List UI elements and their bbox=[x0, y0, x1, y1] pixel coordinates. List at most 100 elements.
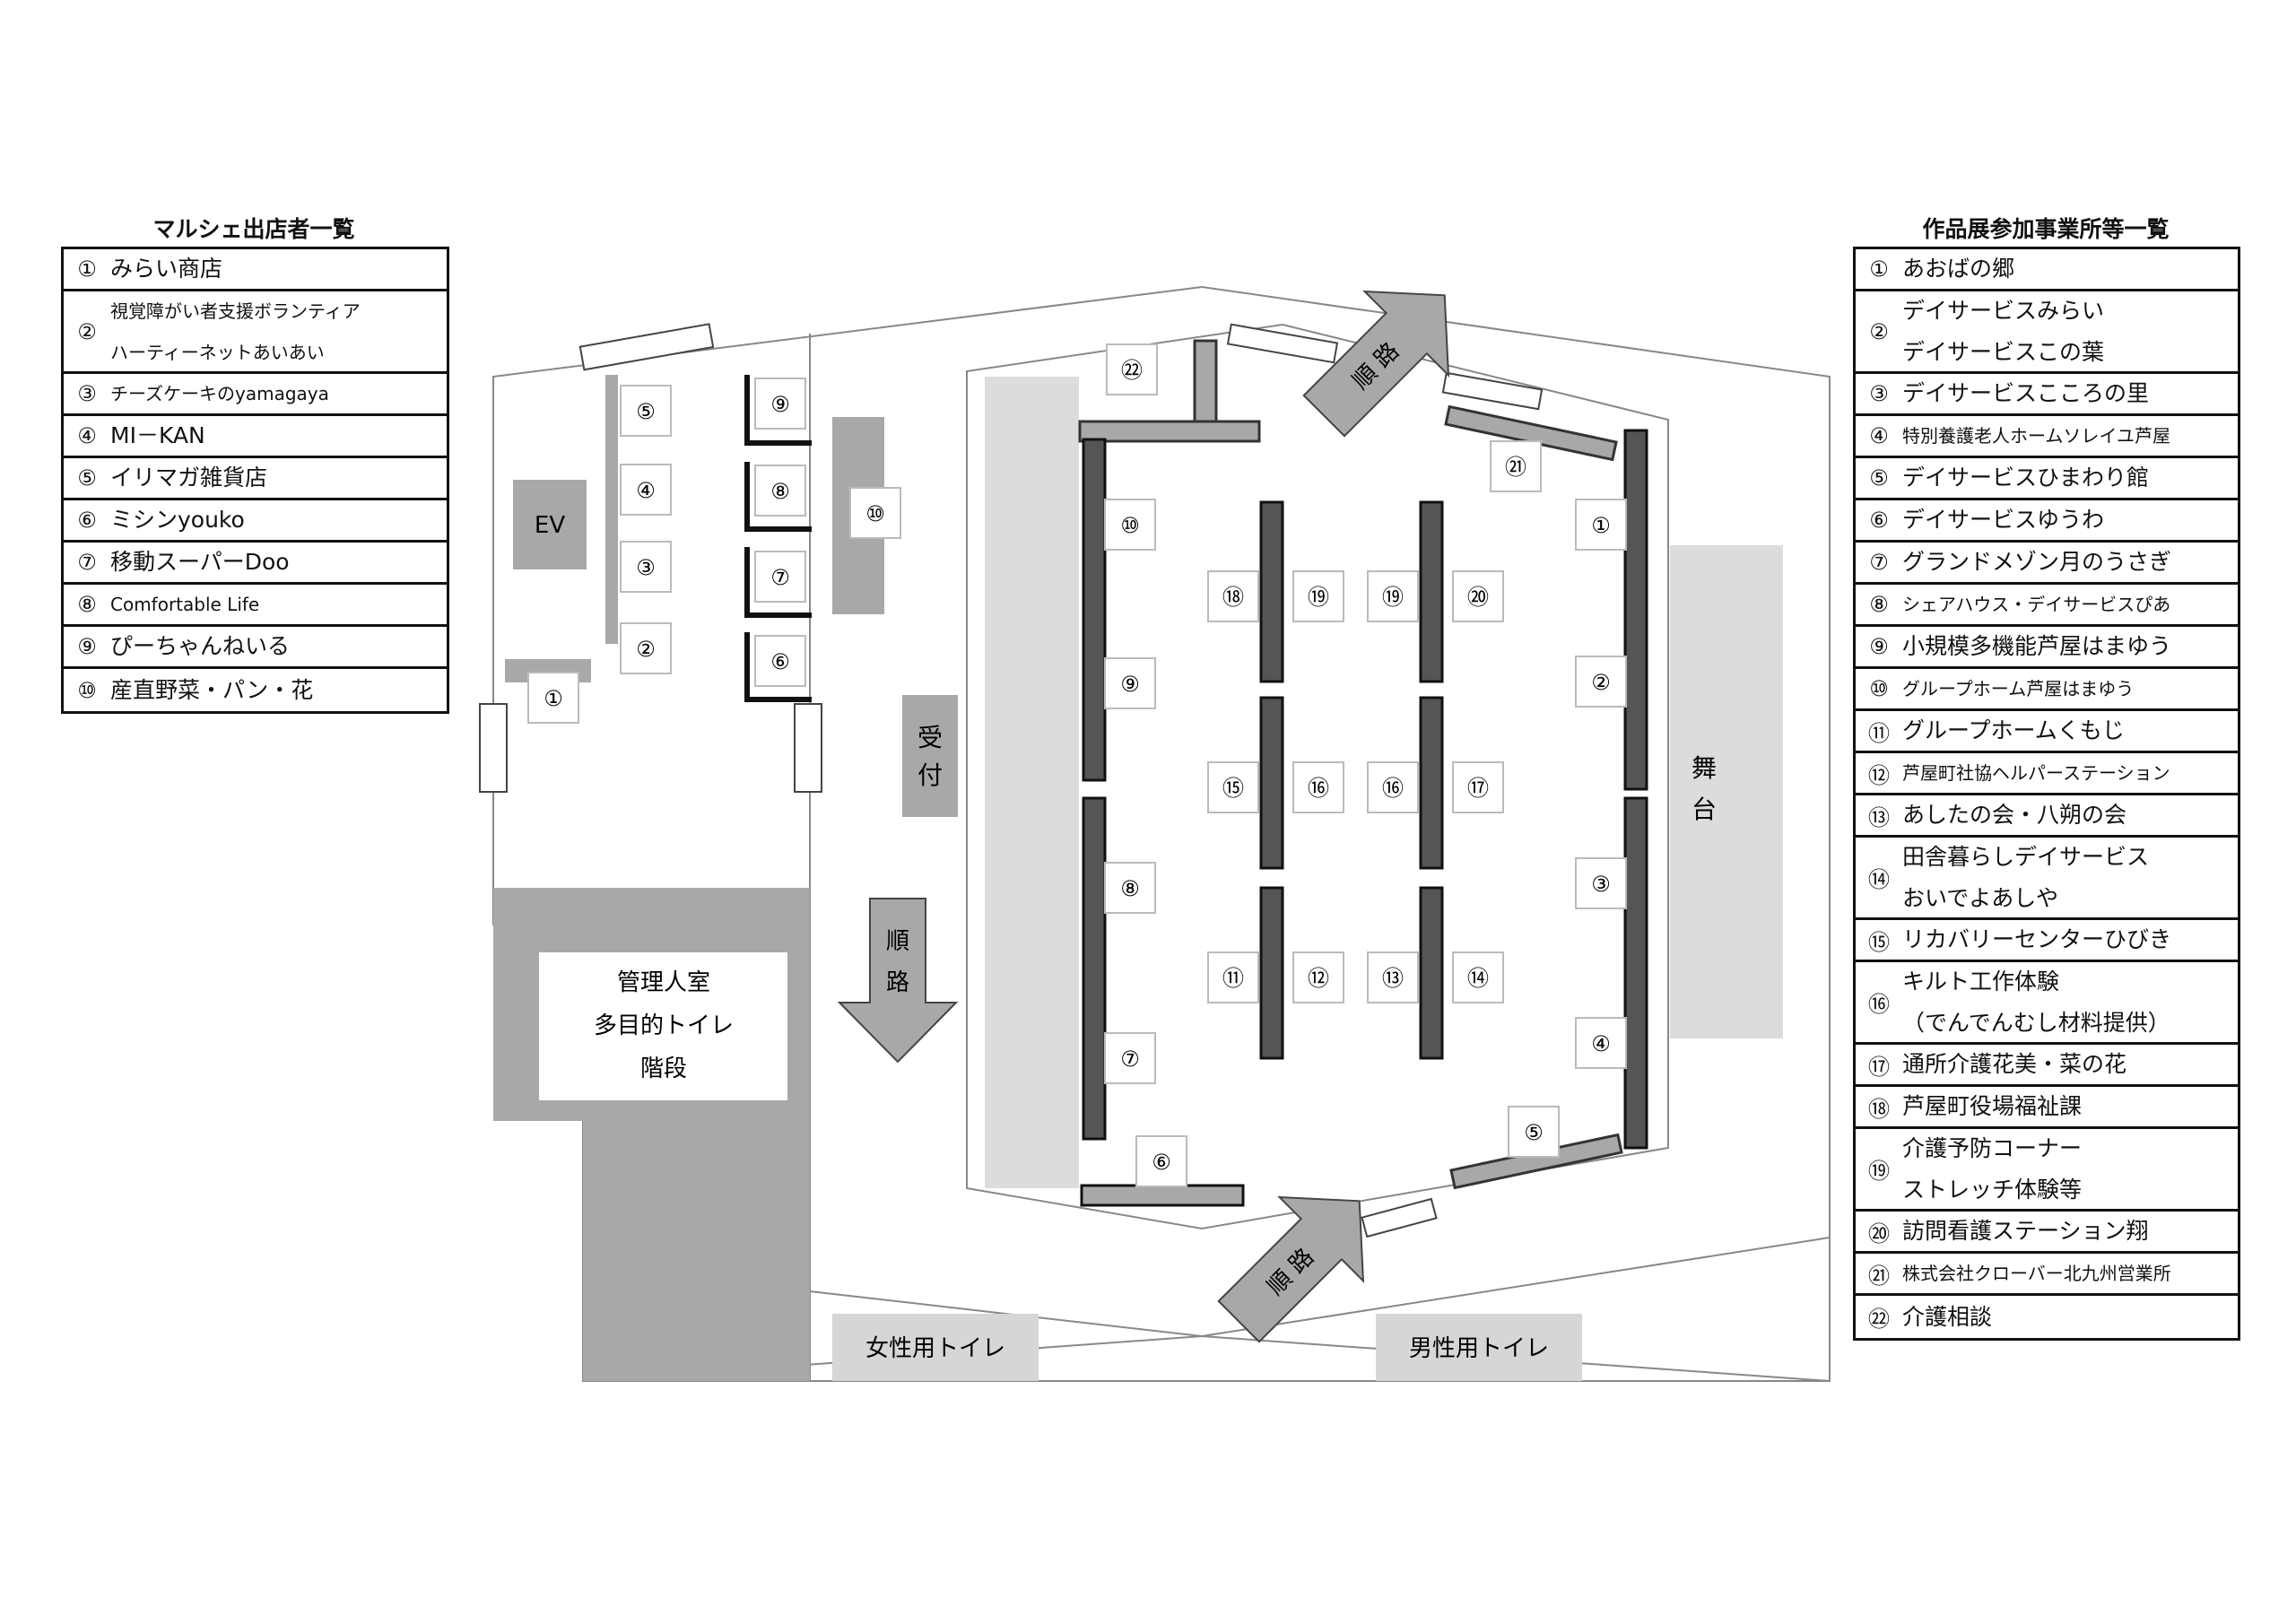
map-marker-box bbox=[1452, 951, 1504, 1003]
legend-text: シェアハウス・デイサービスぴあ bbox=[1902, 585, 2238, 624]
legend-text: みらい商店 bbox=[110, 249, 447, 289]
legend-text: デイサービスこころの里 bbox=[1902, 374, 2238, 413]
legend-text-line: 小規模多機能芦屋はまゆう bbox=[1902, 633, 2172, 659]
elevator-label: EV bbox=[535, 512, 565, 539]
map-marker-box bbox=[1292, 951, 1344, 1003]
right-legend-title: 作品展参加事業所等一覧 bbox=[1922, 216, 2170, 242]
legend-text-line: 芦屋町役場福祉課 bbox=[1902, 1093, 2083, 1119]
legend-text-line: ぴーちゃんねいる bbox=[110, 633, 291, 659]
map-marker-label: ⑧ bbox=[1120, 876, 1140, 901]
map-marker-label: ⑦ bbox=[770, 565, 790, 590]
door bbox=[479, 703, 508, 793]
map-marker-label: ⑮ bbox=[1222, 776, 1244, 801]
map-marker-label: ⑯ bbox=[1308, 776, 1329, 801]
map-marker-box bbox=[620, 622, 672, 674]
corridor-line-2 bbox=[1201, 1237, 1831, 1337]
legend-text: あしたの会・八朔の会 bbox=[1902, 795, 2238, 835]
map-marker-box bbox=[1367, 951, 1419, 1003]
legend-number: ③ bbox=[77, 381, 97, 406]
legend-text: 訪問看護ステーション翔 bbox=[1902, 1212, 2238, 1251]
map-marker-box bbox=[1490, 440, 1542, 492]
legend-number: ④ bbox=[77, 423, 97, 448]
map-marker-box bbox=[1104, 657, 1156, 709]
legend-text: 移動スーパーDoo bbox=[110, 543, 447, 582]
stage-label-2: 台 bbox=[1692, 795, 1717, 824]
map-marker-box bbox=[1508, 1106, 1560, 1158]
door bbox=[1226, 323, 1339, 364]
map-marker-box bbox=[1575, 1017, 1627, 1069]
right-legend-row: ② デイサービスみらいデイサービスこの葉 bbox=[1856, 291, 2238, 374]
map-marker-label: ⑯ bbox=[1382, 776, 1404, 801]
door bbox=[794, 703, 822, 793]
legend-text-line: デイサービスみらい bbox=[1902, 297, 2105, 324]
map-marker-label: ⑩ bbox=[1120, 513, 1140, 538]
map-marker-label: ⑭ bbox=[1467, 966, 1489, 991]
legend-text-line: 移動スーパーDoo bbox=[110, 549, 290, 575]
map-marker-box bbox=[1292, 761, 1344, 813]
legend-text-line: 株式会社クローバー北九州営業所 bbox=[1902, 1263, 2171, 1284]
legend-text: 介護相談 bbox=[1902, 1297, 2238, 1338]
map-marker-label: ③ bbox=[1591, 872, 1611, 897]
map-marker-box bbox=[849, 487, 901, 539]
mens-toilet bbox=[1376, 1314, 1582, 1381]
legend-text-line: 産直野菜・パン・花 bbox=[110, 676, 314, 703]
legend-text: グランドメゾン月のうさぎ bbox=[1902, 543, 2238, 582]
legend-text-line: 訪問看護ステーション翔 bbox=[1902, 1218, 2149, 1244]
legend-text: ぴーちゃんねいる bbox=[110, 627, 447, 666]
legend-number: ② bbox=[1869, 318, 1889, 344]
map-marker-label: ② bbox=[636, 637, 656, 662]
map-marker-label: ⑥ bbox=[1152, 1150, 1171, 1175]
map-marker-label: ⑧ bbox=[770, 479, 790, 504]
womens-toilet bbox=[832, 1314, 1039, 1381]
legend-number: ⑮ bbox=[1868, 929, 1890, 955]
legend-number: ⑨ bbox=[1869, 634, 1889, 659]
route-arrow-down: 順 路 bbox=[837, 898, 959, 1064]
office-label-line-1: 管理人室 bbox=[617, 969, 710, 996]
map-marker-label: ⑦ bbox=[1120, 1047, 1140, 1072]
office-label-line-3: 階段 bbox=[640, 1055, 687, 1082]
legend-text: 通所介護花美・菜の花 bbox=[1902, 1045, 2238, 1084]
svg-text:順: 順 bbox=[886, 928, 909, 955]
map-marker-box bbox=[620, 541, 672, 593]
legend-text-line: 田舎暮らしデイサービス bbox=[1902, 843, 2150, 870]
legend-number: ⑧ bbox=[77, 592, 97, 617]
legend-number: ⑳ bbox=[1868, 1220, 1890, 1247]
womens-toilet-label: 女性用トイレ bbox=[865, 1335, 1005, 1362]
legend-text: Comfortable Life bbox=[110, 585, 447, 624]
map-marker-box bbox=[620, 464, 672, 516]
map-marker-label: ⑨ bbox=[770, 392, 790, 417]
map-marker-label: ⑨ bbox=[1120, 672, 1140, 697]
map-marker-label: ④ bbox=[1591, 1031, 1611, 1056]
legend-text: 視覚障がい者支援ボランティアハーティーネットあいあい bbox=[110, 291, 447, 371]
legend-number: ⑥ bbox=[1869, 508, 1889, 533]
map-marker-box bbox=[1207, 761, 1259, 813]
map-marker-label: ⑪ bbox=[1222, 966, 1244, 991]
legend-text-line: デイサービスこの葉 bbox=[1902, 338, 2105, 365]
map-marker-label: ⑩ bbox=[865, 501, 885, 526]
legend-text: 小規模多機能芦屋はまゆう bbox=[1902, 627, 2238, 666]
legend-number: ⑩ bbox=[1869, 676, 1889, 701]
right-legend-row: ⑳ 訪問看護ステーション翔 bbox=[1856, 1212, 2238, 1254]
map-marker-label: ③ bbox=[636, 555, 656, 580]
legend-text-line: ミシンyouko bbox=[110, 507, 245, 533]
legend-number: ㉑ bbox=[1868, 1263, 1890, 1289]
